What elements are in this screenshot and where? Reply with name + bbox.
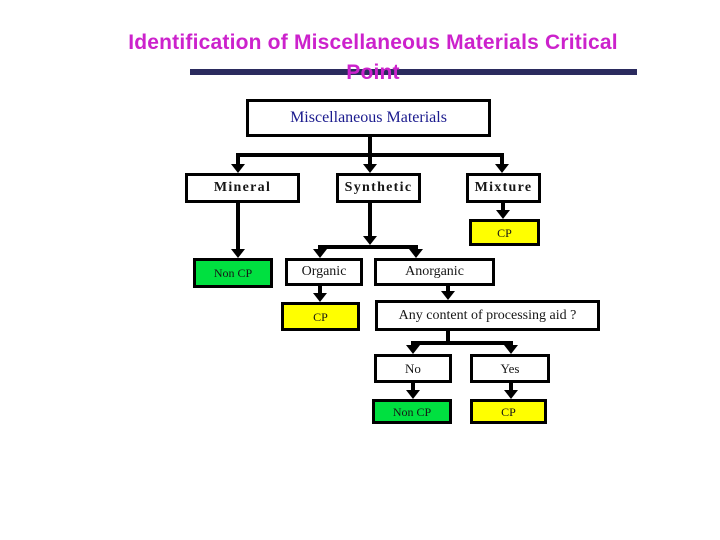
arrowhead-to-anorganic	[409, 249, 423, 258]
connector-mineral-noncp	[236, 203, 240, 250]
arrowhead-organic-cp	[313, 293, 327, 302]
node-mixture: Mixture	[466, 173, 541, 203]
arrowhead-to-organic	[313, 249, 327, 258]
node-no: No	[374, 354, 452, 383]
node-anorganic: Anorganic	[374, 258, 495, 286]
connector-drop-mixture	[500, 157, 504, 165]
connector-organic-cp	[318, 286, 322, 294]
node-organic-cp: CP	[281, 302, 360, 331]
connector-root-stub	[368, 137, 372, 153]
arrowhead-anorganic-question	[441, 291, 455, 300]
connector-mixture-cp	[501, 202, 505, 211]
node-yes-cp: CP	[470, 399, 547, 424]
arrowhead-to-yes	[504, 345, 518, 354]
node-no-noncp: Non CP	[372, 399, 452, 424]
arrowhead-mixture-cp	[496, 210, 510, 219]
node-organic: Organic	[285, 258, 363, 286]
connector-drop-mineral	[236, 157, 240, 165]
node-yes: Yes	[470, 354, 550, 383]
arrowhead-mineral-noncp	[231, 249, 245, 258]
arrowhead-synthetic-split	[363, 236, 377, 245]
connector-yes-cp	[509, 383, 513, 391]
arrowhead-no-noncp	[406, 390, 420, 399]
connector-question-stub	[446, 331, 450, 341]
connector-drop-synthetic	[368, 157, 372, 165]
arrowhead-yes-cp	[504, 390, 518, 399]
node-mineral-noncp: Non CP	[193, 258, 273, 288]
connector-synthetic-stub	[368, 203, 372, 236]
arrowhead-to-mixture	[495, 164, 509, 173]
node-question: Any content of processing aid ?	[375, 300, 600, 331]
title-underline-bar	[190, 69, 637, 75]
slide-title-line2: Point	[346, 61, 400, 84]
connector-anorganic-question	[446, 286, 450, 293]
connector-root-hbar	[236, 153, 504, 157]
arrowhead-to-mineral	[231, 164, 245, 173]
node-mineral: Mineral	[185, 173, 300, 203]
connector-no-noncp	[411, 383, 415, 391]
connector-synthetic-hbar	[318, 245, 418, 249]
arrowhead-to-no	[406, 345, 420, 354]
node-miscellaneous-materials: Miscellaneous Materials	[246, 99, 491, 137]
connector-question-hbar	[411, 341, 513, 345]
node-synthetic: Synthetic	[336, 173, 421, 203]
slide-title-line1: Identification of Miscellaneous Material…	[128, 31, 618, 54]
arrowhead-to-synthetic	[363, 164, 377, 173]
node-mixture-cp: CP	[469, 219, 540, 246]
